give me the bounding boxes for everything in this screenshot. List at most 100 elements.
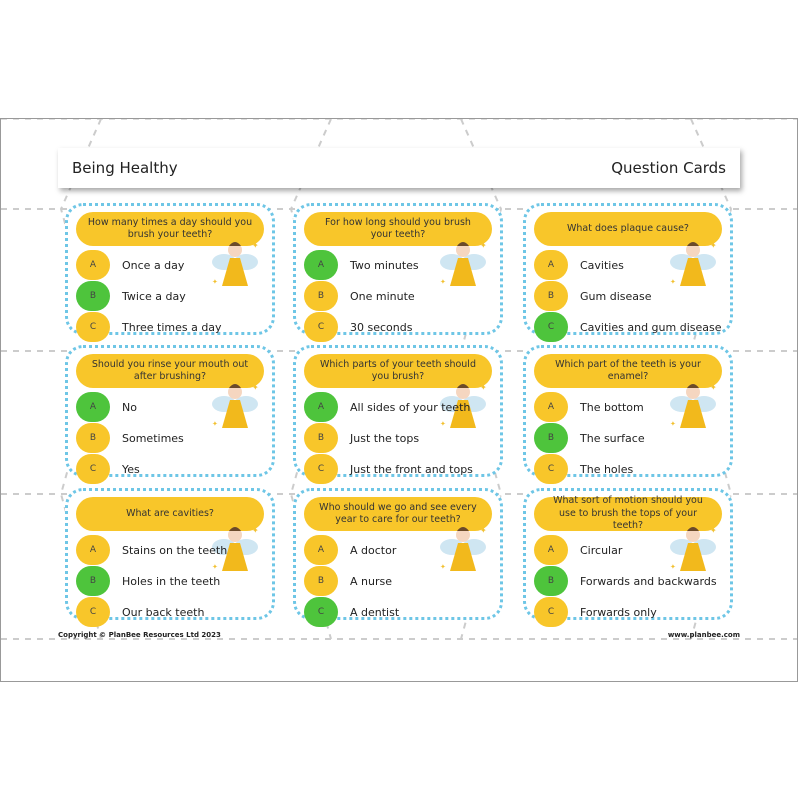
question-card: Which part of the teeth is your enamel?✦… (523, 345, 733, 484)
answer-option: C Forwards only (534, 597, 657, 627)
question-card: For how long should you brush your teeth… (293, 203, 503, 342)
answer-text: Cavities and gum disease (580, 320, 722, 334)
answer-option: B One minute (304, 281, 415, 311)
answer-option: C Just the front and tops (304, 454, 473, 484)
answer-text: Just the tops (350, 431, 420, 445)
answer-option: B A nurse (304, 566, 392, 596)
answer-text: A nurse (350, 574, 392, 588)
answer-option: A All sides of your teeth (304, 392, 470, 422)
svg-text:✦: ✦ (440, 563, 446, 571)
answer-letter: A (76, 392, 110, 422)
answer-letter: C (304, 312, 338, 342)
svg-text:✦: ✦ (710, 241, 717, 250)
question-text: Which part of the teeth is your enamel? (534, 354, 722, 388)
fairy-icon: ✦✦ (212, 526, 259, 571)
svg-text:✦: ✦ (480, 241, 487, 250)
svg-text:✦: ✦ (212, 278, 218, 286)
answer-letter: B (304, 566, 338, 596)
answer-option: C 30 seconds (304, 312, 412, 342)
answer-text: Two minutes (350, 258, 419, 272)
svg-text:✦: ✦ (440, 420, 446, 428)
answer-text: All sides of your teeth (350, 400, 471, 414)
answer-text: Circular (580, 543, 623, 557)
answer-letter: A (304, 392, 338, 422)
copyright-text: Copyright © PlanBee Resources Ltd 2023 (58, 631, 221, 639)
answer-letter: B (76, 423, 110, 453)
answer-option: B Twice a day (76, 281, 186, 311)
answer-text: A doctor (350, 543, 397, 557)
answer-option: C Cavities and gum disease (534, 312, 722, 342)
answer-option: A No (76, 392, 137, 422)
answer-text: Just the front and tops (350, 462, 473, 476)
svg-text:✦: ✦ (252, 526, 259, 535)
answer-text: The bottom (580, 400, 644, 414)
page-subtitle: Question Cards (611, 159, 726, 177)
question-text: For how long should you brush your teeth… (304, 212, 492, 246)
question-card: How many times a day should you brush yo… (65, 203, 275, 342)
answer-option: A A doctor (304, 535, 396, 565)
answer-letter: A (304, 535, 338, 565)
answer-letter: A (534, 250, 568, 280)
answer-letter: B (304, 423, 338, 453)
answer-text: Three times a day (122, 320, 222, 334)
svg-text:✦: ✦ (440, 278, 446, 286)
answer-letter: B (534, 281, 568, 311)
answer-text: Sometimes (122, 431, 184, 445)
answer-letter: C (534, 597, 568, 627)
answer-text: Twice a day (122, 289, 186, 303)
answer-letter: C (76, 312, 110, 342)
answer-letter: C (76, 597, 110, 627)
svg-text:✦: ✦ (670, 563, 676, 571)
answer-text: 30 seconds (350, 320, 413, 334)
question-text: What sort of motion should you use to br… (534, 495, 722, 531)
answer-option: C Three times a day (76, 312, 222, 342)
answer-text: No (122, 400, 137, 414)
svg-text:✦: ✦ (710, 526, 717, 535)
answer-letter: B (534, 423, 568, 453)
svg-text:✦: ✦ (212, 420, 218, 428)
fairy-icon: ✦✦ (440, 383, 487, 428)
question-text: What does plaque cause? (534, 212, 722, 246)
svg-text:✦: ✦ (670, 278, 676, 286)
answer-option: B Just the tops (304, 423, 419, 453)
answer-text: The holes (580, 462, 634, 476)
answer-text: Stains on the teeth (122, 543, 228, 557)
answer-text: Cavities (580, 258, 624, 272)
fairy-icon: ✦✦ (440, 526, 487, 571)
answer-text: Yes (122, 462, 140, 476)
svg-text:✦: ✦ (710, 383, 717, 392)
answer-option: A Cavities (534, 250, 624, 280)
fairy-icon: ✦✦ (670, 526, 717, 571)
page-header: Being Healthy Question Cards (58, 148, 740, 188)
answer-letter: C (534, 312, 568, 342)
answer-text: Holes in the teeth (122, 574, 221, 588)
fairy-icon: ✦✦ (212, 241, 259, 286)
answer-letter: B (76, 281, 110, 311)
question-text: What are cavities? (76, 497, 264, 531)
answer-letter: C (304, 597, 338, 627)
answer-letter: C (304, 454, 338, 484)
answer-text: Forwards only (580, 605, 657, 619)
fairy-icon: ✦✦ (212, 383, 259, 428)
website-text: www.planbee.com (667, 631, 740, 639)
svg-text:✦: ✦ (252, 383, 259, 392)
answer-letter: B (534, 566, 568, 596)
answer-text: Our back teeth (122, 605, 205, 619)
answer-letter: B (304, 281, 338, 311)
answer-text: A dentist (350, 605, 400, 619)
question-card: Which parts of your teeth should you bru… (293, 345, 503, 484)
fairy-icon: ✦✦ (670, 383, 717, 428)
svg-text:✦: ✦ (480, 383, 487, 392)
answer-text: One minute (350, 289, 415, 303)
